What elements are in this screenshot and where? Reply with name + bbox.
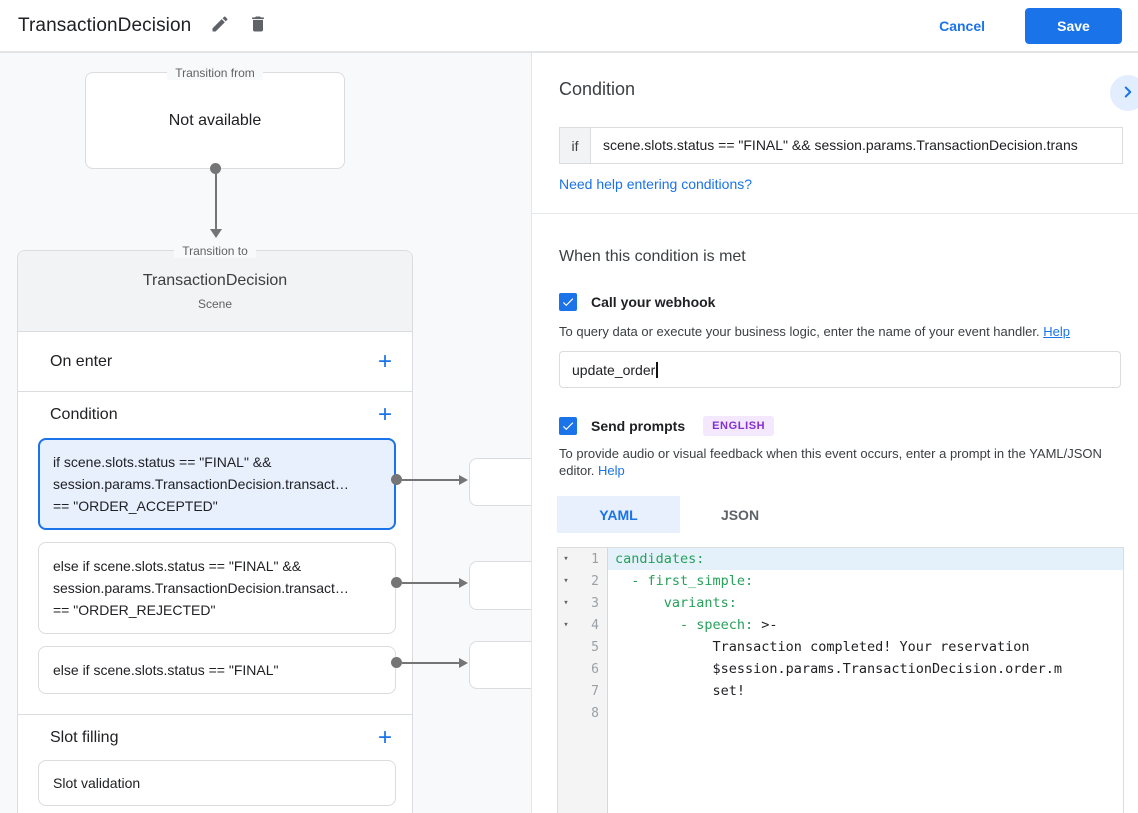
line-number: 3 — [591, 595, 599, 611]
slot-validation-card[interactable]: Slot validation — [38, 760, 396, 806]
transition-from-legend: Transition from — [86, 64, 344, 82]
connector-dot — [210, 163, 221, 174]
transition-target-box[interactable] — [469, 458, 531, 506]
editor-code-area[interactable]: candidates: - first_simple: variants: - … — [608, 548, 1123, 813]
line-number: 6 — [591, 661, 599, 677]
scene-name: TransactionDecision — [142, 271, 288, 289]
connector-line — [402, 662, 460, 664]
fold-arrow-icon[interactable]: ▾ — [563, 620, 569, 630]
pencil-icon — [210, 14, 230, 37]
condition-section-header: Condition + — [18, 392, 412, 438]
delete-scene-button[interactable] — [243, 11, 273, 41]
diagram-panel: Transition from Not available Transition… — [0, 53, 531, 813]
arrow-right-icon — [459, 475, 468, 485]
add-on-enter-button[interactable]: + — [377, 347, 392, 375]
code-line: variants: — [615, 595, 737, 611]
connector-dot — [391, 657, 402, 668]
code-line: $session.params.TransactionDecision.orde… — [615, 661, 1063, 677]
send-prompts-row: Send prompts ENGLISH — [559, 416, 775, 436]
editor-gutter: ▾ 1 ▾ 2 ▾ 3 ▾ 4 5 6 7 8 — [558, 548, 608, 813]
fold-arrow-icon[interactable]: ▾ — [563, 598, 569, 608]
panel-title: Condition — [559, 79, 636, 99]
add-condition-button[interactable]: + — [377, 401, 392, 428]
line-number: 5 — [591, 639, 599, 655]
chevron-right-icon — [1119, 83, 1137, 104]
code-line: - first_simple: — [615, 573, 754, 589]
if-prefix-label: if — [559, 127, 590, 164]
slot-filling-section-header: Slot filling + — [18, 714, 412, 760]
top-bar: TransactionDecision Cancel Save — [0, 0, 1138, 53]
transition-target-box[interactable] — [469, 561, 531, 610]
cancel-button[interactable]: Cancel — [925, 10, 999, 42]
webhook-helper-text: To query data or execute your business l… — [559, 324, 1070, 339]
call-webhook-row: Call your webhook — [559, 293, 715, 311]
line-number: 7 — [591, 683, 599, 699]
collapse-panel-button[interactable] — [1110, 75, 1138, 111]
slot-filling-label: Slot filling — [50, 728, 119, 746]
yaml-code-editor[interactable]: ▾ 1 ▾ 2 ▾ 3 ▾ 4 5 6 7 8 candidates: - first_… — [557, 547, 1124, 813]
language-badge: ENGLISH — [703, 416, 775, 436]
prompts-help-link[interactable]: Help — [598, 463, 625, 478]
prompt-editor-tabs: YAML JSON — [557, 496, 800, 533]
transition-from-content: Not available — [168, 111, 262, 129]
tab-yaml[interactable]: YAML — [557, 496, 680, 533]
condition-list: if scene.slots.status == "FINAL" && sess… — [18, 438, 412, 714]
panel-divider — [532, 213, 1138, 214]
scene-type-label: Scene — [197, 296, 233, 311]
code-line: - speech: >- — [615, 617, 778, 633]
line-number: 2 — [591, 573, 599, 589]
transition-target-box[interactable] — [469, 641, 531, 689]
connector-line — [402, 582, 460, 584]
call-webhook-label: Call your webhook — [591, 294, 716, 310]
transition-from-box: Transition from Not available — [85, 66, 345, 169]
send-prompts-checkbox[interactable] — [559, 417, 577, 435]
tab-json[interactable]: JSON — [720, 506, 760, 523]
send-prompts-label: Send prompts — [591, 418, 686, 434]
save-button[interactable]: Save — [1025, 7, 1122, 44]
webhook-help-link[interactable]: Help — [1043, 324, 1070, 339]
trash-icon — [248, 14, 268, 37]
condition-expression-row: if scene.slots.status == "FINAL" && sess… — [559, 127, 1123, 164]
line-number: 1 — [591, 551, 599, 567]
connector-dot — [391, 577, 402, 588]
event-handler-input[interactable]: update_order — [559, 351, 1121, 388]
call-webhook-checkbox[interactable] — [559, 293, 577, 311]
connector-line — [215, 173, 217, 230]
connector-dot — [391, 474, 402, 485]
code-line — [608, 702, 1123, 724]
arrow-right-icon — [459, 578, 468, 588]
scene-header: TransactionDecision Scene — [18, 251, 412, 332]
transition-to-card: Transition to TransactionDecision Scene … — [17, 244, 413, 813]
fold-arrow-icon[interactable]: ▾ — [563, 554, 569, 564]
condition-card-rejected[interactable]: else if scene.slots.status == "FINAL" &&… — [38, 542, 396, 634]
edit-title-button[interactable] — [205, 11, 235, 41]
condition-card-accepted[interactable]: if scene.slots.status == "FINAL" && sess… — [38, 438, 396, 530]
condition-section-label: Condition — [50, 406, 118, 423]
arrow-right-icon — [459, 658, 468, 668]
fold-arrow-icon[interactable]: ▾ — [563, 576, 569, 586]
connector-line — [402, 479, 460, 481]
prompts-helper-text: To provide audio or visual feedback when… — [559, 446, 1102, 478]
add-slot-button[interactable]: + — [377, 723, 392, 751]
code-line: candidates: — [608, 548, 1123, 570]
code-line: set! — [615, 683, 746, 699]
on-enter-label: On enter — [50, 352, 113, 370]
condition-card-final[interactable]: else if scene.slots.status == "FINAL" — [38, 646, 396, 694]
code-line: Transaction completed! Your reservation — [615, 639, 1030, 655]
condition-help-link[interactable]: Need help entering conditions? — [559, 176, 753, 192]
condition-detail-panel: Condition if scene.slots.status == "FINA… — [531, 53, 1138, 813]
when-condition-heading: When this condition is met — [559, 248, 746, 265]
on-enter-section: On enter + — [18, 332, 412, 392]
page-title: TransactionDecision — [18, 14, 192, 36]
text-cursor — [656, 361, 658, 378]
line-number: 4 — [591, 617, 599, 633]
condition-expression-input[interactable]: scene.slots.status == "FINAL" && session… — [590, 127, 1123, 164]
arrow-down-icon — [210, 229, 222, 238]
line-number: 8 — [591, 705, 599, 721]
